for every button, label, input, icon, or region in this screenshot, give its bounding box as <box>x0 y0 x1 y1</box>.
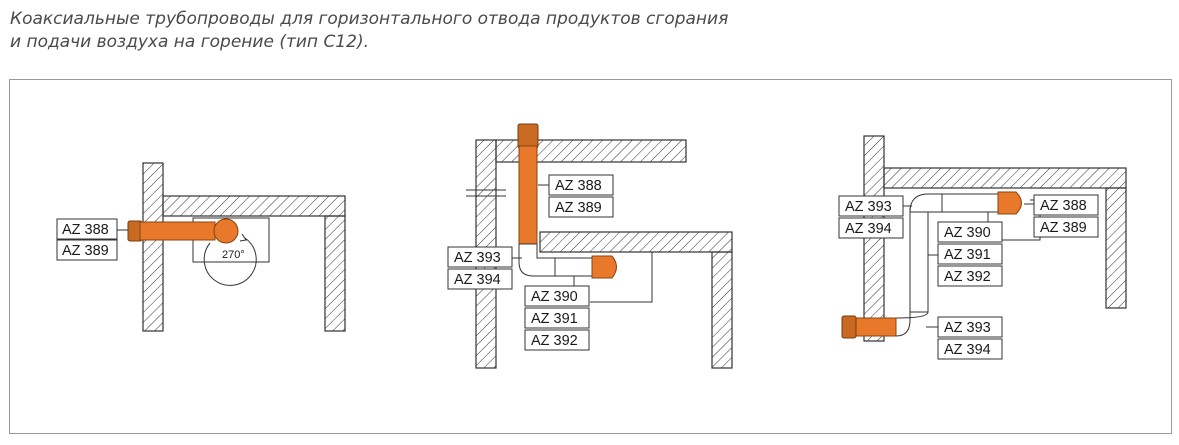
label-az390: AZ 390 <box>531 289 578 305</box>
label-az393: AZ 393 <box>944 320 991 336</box>
pipe-elbow-top <box>909 193 943 213</box>
wall-right <box>711 251 733 369</box>
label-box <box>524 285 590 307</box>
label-box <box>548 174 614 196</box>
pipe-elbow <box>213 218 239 244</box>
label-az390: AZ 390 <box>944 225 991 241</box>
label-az394: AZ 394 <box>454 272 501 288</box>
label-box <box>937 316 1003 338</box>
label-box <box>548 196 614 218</box>
label-az388: AZ 388 <box>555 178 602 194</box>
label-box <box>447 268 513 290</box>
boiler-connection <box>997 191 1022 215</box>
rotation-arc <box>203 237 257 286</box>
label-az392: AZ 392 <box>531 333 578 349</box>
horizontal-pipe <box>554 257 596 277</box>
label-az389: AZ 389 <box>555 200 602 216</box>
label-az392: AZ 392 <box>944 269 991 285</box>
caption-line-1: Коаксиальные трубопроводы для горизонтал… <box>10 9 729 29</box>
angle-label: 270° <box>222 249 245 261</box>
arrow-icon <box>239 233 247 242</box>
label-box <box>1033 194 1099 216</box>
label-box <box>56 239 118 261</box>
floor <box>539 231 733 253</box>
label-az394: AZ 394 <box>944 342 991 358</box>
label-box <box>1033 216 1099 238</box>
label-az391: AZ 391 <box>944 247 991 263</box>
label-az394: AZ 394 <box>845 221 892 237</box>
wall-left <box>142 162 164 332</box>
label-az393: AZ 393 <box>454 250 501 266</box>
label-box <box>447 246 513 268</box>
ceiling <box>162 195 346 217</box>
label-box <box>937 243 1003 265</box>
label-az388: AZ 388 <box>1040 198 1087 214</box>
wall-right <box>324 215 346 332</box>
terminal-cap <box>841 315 857 339</box>
coaxial-pipe <box>139 221 216 241</box>
label-az389: AZ 389 <box>62 243 109 259</box>
caption-line-2: и подачи воздуха на горение (тип С12). <box>10 32 369 52</box>
boiler-connection <box>591 255 617 279</box>
horizontal-pipe <box>941 193 999 213</box>
label-box <box>937 221 1003 243</box>
pipe-elbow <box>518 243 556 277</box>
diagram-2: AZ 388 AZ 389 AZ 393 AZ 394 AZ 390 AZ 39… <box>447 123 733 369</box>
diagram-1: 270° AZ 388 AZ 389 <box>56 162 346 332</box>
diagram-3: AZ 393 AZ 394 AZ 388 AZ 389 AZ 390 AZ 39… <box>838 135 1127 360</box>
ceiling <box>883 167 1127 189</box>
diagram-frame <box>9 79 1172 434</box>
label-az388: AZ 388 <box>62 222 109 238</box>
label-box <box>524 307 590 329</box>
label-box <box>524 329 590 351</box>
label-box <box>937 338 1003 360</box>
label-box <box>838 217 904 239</box>
coaxial-pipe <box>853 317 897 337</box>
label-box <box>56 218 118 240</box>
label-az391: AZ 391 <box>531 311 578 327</box>
vertical-pipe <box>518 145 538 245</box>
vertical-pipe <box>909 207 929 313</box>
roof <box>495 139 687 163</box>
page-caption: Коаксиальные трубопроводы для горизонтал… <box>10 8 1110 54</box>
label-az389: AZ 389 <box>1040 220 1087 236</box>
label-az393: AZ 393 <box>845 199 892 215</box>
label-box <box>937 265 1003 287</box>
boiler-box <box>590 251 653 303</box>
terminal-cap <box>517 123 539 149</box>
wall-right <box>1105 187 1127 309</box>
